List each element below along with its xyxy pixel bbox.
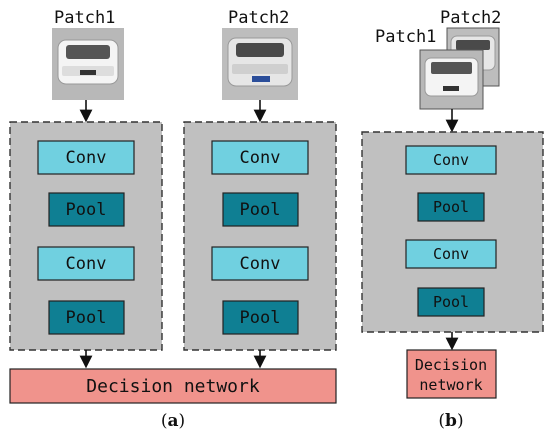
car-image-patch1-b [419, 49, 484, 110]
caption-a: (a) [161, 411, 185, 431]
pool-block-3-label: Pool [240, 200, 281, 220]
patch1-label-b: Patch1 [375, 27, 436, 47]
decision-network-label-a: Decision network [86, 376, 260, 397]
pool-block-2-label: Pool [66, 308, 107, 328]
cnn-stack-branch2-a: Conv Pool Conv Pool [183, 121, 337, 351]
panel-b: Patch2 Patch1 Conv Pool Conv Pool [361, 8, 544, 431]
car-image-patch1-a [52, 28, 124, 100]
conv-block-1 [37, 140, 135, 175]
decision-network-line2-b: network [419, 376, 482, 394]
pool-block-1-label: Pool [66, 200, 107, 220]
conv-block-1-label: Conv [66, 148, 107, 168]
pool-block-1 [48, 192, 125, 227]
conv-block-2 [37, 246, 135, 281]
pool-block-3 [222, 192, 299, 227]
conv-block-4 [211, 246, 309, 281]
conv-block-3 [211, 140, 309, 175]
cnn-stack-branch1-a: Conv Pool Conv Pool [9, 121, 163, 351]
pool-block-6-label: Pool [433, 293, 469, 311]
decision-network-line1-b: Decision [415, 356, 487, 374]
patch1-label-a: Patch1 [54, 8, 115, 28]
conv-block-5-label: Conv [433, 151, 469, 169]
conv-block-6-label: Conv [433, 245, 469, 263]
decision-network-b [406, 349, 497, 399]
decision-network-a [9, 368, 337, 404]
conv-block-6 [405, 239, 497, 269]
pool-block-2 [48, 300, 125, 335]
panel-a: Patch1 Patch2 Conv Pool [9, 8, 337, 431]
pool-block-5-label: Pool [433, 198, 469, 216]
patch2-label-a: Patch2 [228, 8, 289, 28]
conv-block-3-label: Conv [240, 148, 281, 168]
pool-block-5 [417, 192, 485, 222]
patch2-label-b: Patch2 [440, 8, 501, 28]
conv-block-4-label: Conv [240, 254, 281, 274]
conv-block-5 [405, 145, 497, 175]
pool-block-6 [417, 287, 485, 317]
pool-block-4-label: Pool [240, 308, 281, 328]
pool-block-4 [222, 300, 299, 335]
car-image-patch2-a [222, 28, 298, 100]
conv-block-2-label: Conv [66, 254, 107, 274]
caption-b: (b) [438, 411, 463, 431]
cnn-stack-b: Conv Pool Conv Pool [361, 131, 544, 333]
